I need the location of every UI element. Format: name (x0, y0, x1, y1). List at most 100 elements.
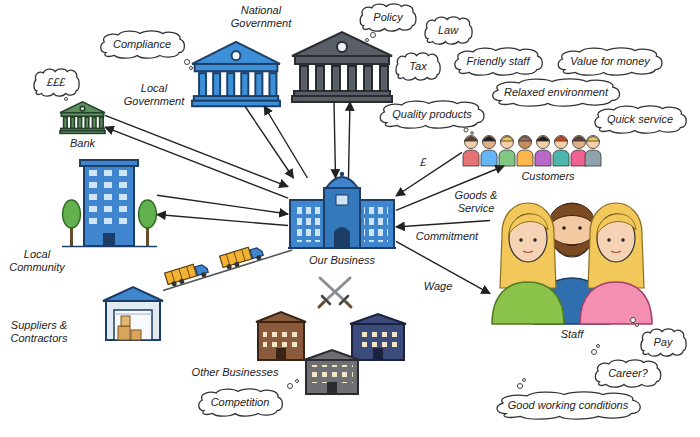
thought-cloud: Compliance (99, 30, 186, 59)
thought-text: Policy (373, 11, 402, 24)
cloud-shape (497, 391, 640, 418)
entity-label: Staff (542, 328, 602, 341)
connector-arrow (396, 152, 462, 196)
crossed-swords (319, 278, 351, 307)
cloud-shape (558, 47, 662, 74)
cloud-shape (360, 3, 416, 30)
cloud-shape (425, 16, 472, 43)
thought-text: Value for money (570, 55, 650, 68)
thought-text: Law (438, 24, 458, 37)
local-community-node: Local Community (62, 160, 157, 248)
entity-label: Local Government (120, 82, 188, 108)
our-business-node: Our Business (288, 178, 396, 250)
cloud-text-box: Value for money (570, 55, 650, 68)
edge-label: Commitment (414, 230, 480, 243)
thought-text: Relaxed environment (504, 86, 608, 99)
thought-cloud: Policy (359, 3, 417, 32)
entity-label: Local Community (4, 248, 70, 274)
thought-text: Competition (211, 396, 270, 409)
bank-node: Bank (60, 100, 105, 134)
thought-text: Quick service (607, 113, 673, 126)
edge-label: £ (418, 156, 428, 169)
connector-arrow (396, 166, 504, 210)
cloud-text-box: Relaxed environment (504, 86, 608, 99)
entity-label: Other Businesses (185, 366, 285, 379)
connector-arrow (157, 195, 288, 214)
label-box: Our Business (288, 254, 396, 267)
connector-arrow (396, 241, 490, 293)
cloud-text-box: Quick service (607, 113, 673, 126)
connector-arrow (105, 115, 288, 186)
thought-cloud: Relaxed environment (490, 78, 622, 107)
cloud-shape (100, 30, 184, 57)
thought-text: Career? (608, 367, 648, 380)
thought-text: Friendly staff (467, 55, 530, 68)
entity-label: National Government (228, 4, 294, 30)
cloud-text-box: Policy (373, 11, 402, 24)
thought-cloud: Law (424, 16, 473, 45)
thought-dots (65, 33, 639, 389)
cloud-text-box: Law (438, 24, 458, 37)
label-box: Suppliers & Contractors (3, 319, 75, 345)
cloud-shape (454, 47, 541, 74)
community-building (62, 160, 157, 247)
label-box: National Government (228, 4, 294, 30)
cloud-text-box: Compliance (113, 38, 171, 51)
cloud-shape (396, 52, 440, 79)
connector-arrow (157, 215, 288, 226)
bank-building (60, 102, 105, 133)
suppliers-node: Suppliers & Contractors (103, 285, 163, 340)
edge-label: Goods & Service (450, 189, 502, 215)
cloud-shape (493, 78, 620, 105)
cloud-shape (640, 328, 685, 355)
thought-text: £££ (47, 76, 65, 89)
cloud-text-box: Pay (654, 336, 673, 349)
cloud-shape (594, 105, 685, 132)
entity-label: Bank (55, 137, 110, 150)
thought-cloud: Tax (395, 52, 441, 81)
truck-icon (165, 261, 210, 288)
local-government-node: Local Government (192, 40, 280, 106)
cloud-text-box: Quality products (392, 108, 471, 121)
entity-label: Our Business (288, 254, 396, 267)
connector-arrow (334, 102, 336, 178)
truck-icon (220, 244, 265, 271)
label-box: Local Community (4, 248, 70, 274)
cloud-text-box: Friendly staff (467, 55, 530, 68)
thought-cloud: Value for money (556, 47, 664, 76)
cloud-shape (595, 359, 660, 386)
thought-text: Quality products (392, 108, 471, 121)
thought-cloud: Good working conditions (494, 391, 643, 420)
cloud-text-box: Good working conditions (508, 399, 628, 412)
thought-cloud: £££ (33, 68, 80, 97)
thought-cloud: Pay (640, 328, 687, 357)
cloud-text-box: Career? (608, 367, 648, 380)
connector-arrow (264, 106, 307, 178)
label-box: Staff (542, 328, 602, 341)
connector-arrow (396, 221, 490, 227)
label-box: Bank (55, 137, 110, 150)
entity-label: Suppliers & Contractors (3, 319, 75, 345)
cloud-shape (380, 100, 484, 127)
entity-label: Customers (498, 170, 598, 183)
label-box: Customers (498, 170, 598, 183)
cloud-text-box: Competition (211, 396, 270, 409)
thought-cloud: Quality products (378, 100, 486, 129)
cloud-shape (198, 388, 282, 415)
edge-label: Wage (422, 280, 455, 293)
other-businesses-node: Other Businesses (255, 312, 410, 396)
local-government-building (192, 42, 280, 106)
cloud-shape (33, 68, 78, 95)
thought-text: Pay (654, 336, 673, 349)
connector-arrow (105, 127, 288, 198)
staff-figures (492, 203, 652, 324)
label-box: Local Government (120, 82, 188, 108)
thought-text: Good working conditions (508, 399, 628, 412)
customer-crowd (463, 136, 601, 167)
label-box: Other Businesses (185, 366, 285, 379)
cloud-text-box: £££ (47, 76, 65, 89)
customers-node: Customers (462, 132, 602, 166)
other-business-buildings (256, 312, 406, 394)
warehouse-icon (103, 287, 163, 340)
